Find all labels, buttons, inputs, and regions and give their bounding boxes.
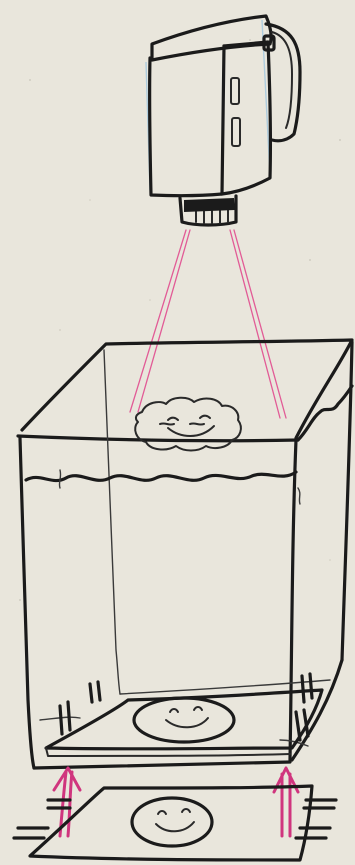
- smiley-face-icon: [132, 798, 212, 846]
- arrow-up-icon: [274, 768, 298, 836]
- camera-icon: [146, 16, 300, 225]
- smiley-face-icon: [134, 698, 234, 742]
- submerged-plate: [46, 674, 322, 756]
- arrow-up-icon: [54, 768, 80, 836]
- smiley-face-icon: [135, 398, 241, 451]
- camera-view-beams: [130, 230, 286, 418]
